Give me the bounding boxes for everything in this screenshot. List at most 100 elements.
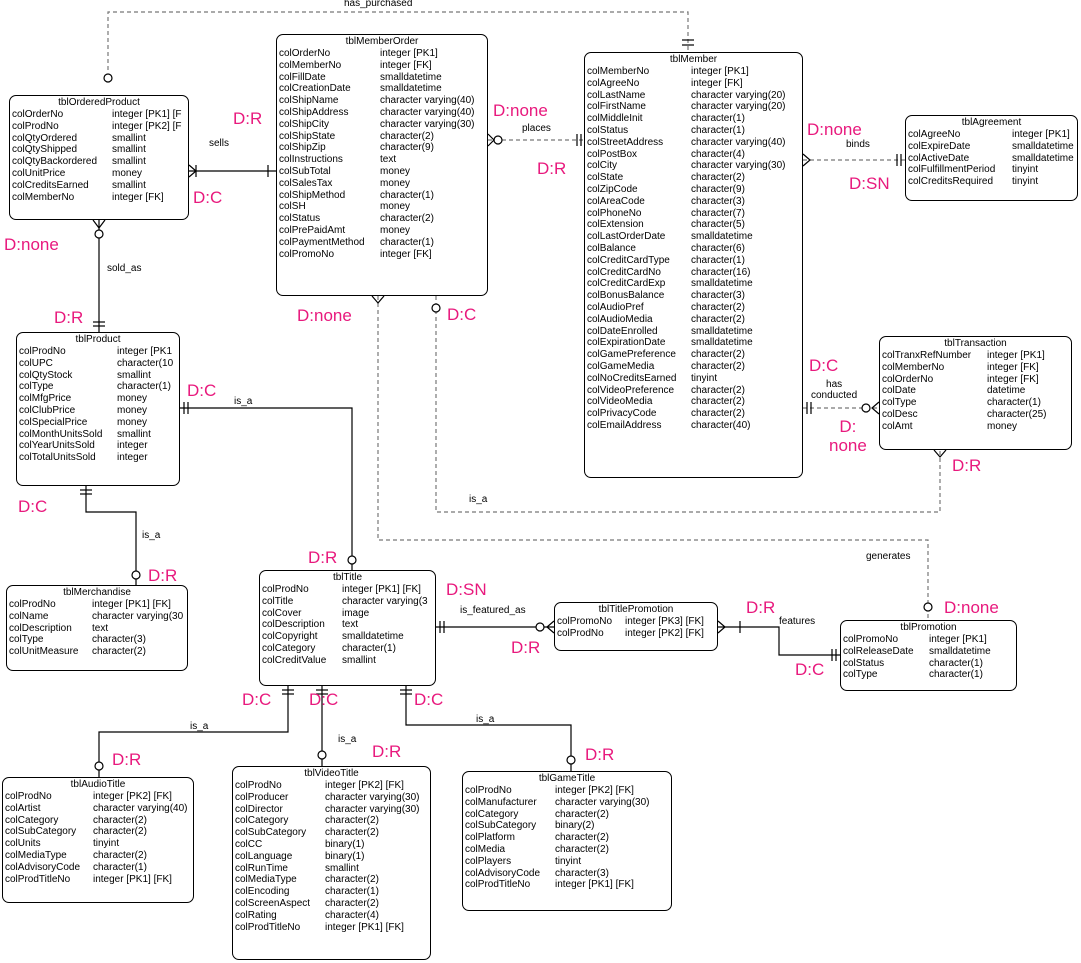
attribute-type: integer [FK] — [987, 373, 1039, 385]
attribute-type: smalldatetime — [691, 325, 753, 337]
attribute-name: colDirector — [235, 803, 283, 815]
attribute-name: colCreditCardType — [587, 254, 670, 266]
places-optional — [493, 135, 503, 145]
attribute-type: smallint — [342, 654, 376, 666]
attribute-name: colState — [587, 172, 624, 184]
attribute-name: colCity — [587, 160, 618, 172]
attribute-type: tinyint — [691, 372, 718, 384]
attribute-type: character(10 — [117, 357, 174, 369]
delete-rule-annotation: D:R — [746, 598, 776, 617]
entity-title: tblTransaction — [944, 338, 1007, 349]
attribute-type: smalldatetime — [380, 83, 442, 95]
attribute-name: colUnits — [5, 838, 41, 850]
attribute-type: character(2) — [691, 396, 745, 408]
attribute-type: character(3) — [691, 195, 745, 207]
delete-rule-annotation: D:none — [807, 120, 862, 139]
attribute-name: colPaymentMethod — [279, 236, 365, 248]
delete-rule-annotation: D:C — [795, 660, 825, 679]
attribute-type: smallint — [112, 144, 146, 156]
attribute-name: colStatus — [279, 213, 321, 225]
attribute-name: colType — [9, 634, 44, 646]
attribute-type: character(2) — [380, 213, 434, 225]
relationship-label-is-a-title-game: is_a — [476, 714, 495, 725]
attribute-type: tinyint — [93, 838, 120, 850]
attribute-type: smallint — [325, 862, 359, 874]
attribute-name: colCreditValue — [262, 654, 327, 666]
attribute-type: character(2) — [325, 874, 379, 886]
attribute-name: colDescription — [9, 622, 72, 634]
attribute-name: colCreationDate — [279, 83, 351, 95]
attribute-type: integer [PK1] [FK] — [325, 921, 404, 933]
delete-rule-annotation: D:none — [493, 101, 548, 120]
relationship-label-has-purchased: has_purchased — [344, 0, 413, 9]
attribute-name: colMiddleInit — [587, 113, 643, 125]
attribute-type: integer [PK2] [FK] — [555, 785, 634, 796]
delete-rule-annotation: D:R — [511, 638, 541, 657]
attribute-type: character(40) — [691, 419, 751, 431]
attribute-type: character varying(3 — [342, 595, 428, 607]
attribute-name: colAmt — [882, 420, 913, 432]
attribute-type: integer [PK2] [F — [112, 120, 182, 132]
attribute-type: integer [PK1] — [987, 350, 1045, 361]
has-purchased-line — [107, 11, 689, 70]
attribute-name: colStreetAddress — [587, 136, 664, 148]
features-crowsfoot — [717, 620, 726, 634]
product-title-optional — [347, 555, 357, 565]
attribute-name: colMemberNo — [587, 66, 650, 77]
attribute-type: character(2) — [555, 843, 609, 855]
entity-title: tblTitlePromotion — [598, 604, 674, 615]
attribute-type: integer [FK] — [380, 248, 432, 260]
attribute-name: colDateEnrolled — [587, 325, 658, 337]
attribute-name: colMemberNo — [882, 361, 945, 373]
attribute-name: colAdvisoryCode — [465, 867, 541, 879]
attribute-type: character(2) — [691, 301, 745, 313]
attribute-type: character(2) — [691, 349, 745, 361]
attribute-type: character(4) — [691, 148, 745, 160]
attribute-type: character(2) — [691, 384, 745, 396]
attribute-type: tinyint — [1012, 164, 1039, 176]
attribute-name: colPrePaidAmt — [279, 224, 346, 236]
attribute-name: colMedia — [465, 843, 506, 855]
delete-rule-annotation: D:R — [585, 745, 615, 764]
attribute-name: colShipCity — [279, 118, 330, 130]
memberorder-transaction-optional — [431, 303, 441, 313]
attribute-type: character varying(30) — [325, 791, 420, 803]
attribute-name: colRunTime — [235, 862, 288, 874]
delete-rule-annotation: D:SN — [849, 174, 890, 193]
attribute-name: colProdNo — [235, 780, 282, 791]
attribute-type: integer [PK1] — [1012, 129, 1070, 140]
attribute-name: colTitle — [262, 595, 294, 607]
attribute-type: character(3) — [691, 290, 745, 302]
attribute-type: integer [PK2] [FK] — [625, 627, 704, 639]
attribute-type: money — [112, 167, 143, 179]
is-featured-as-optional — [535, 622, 545, 632]
